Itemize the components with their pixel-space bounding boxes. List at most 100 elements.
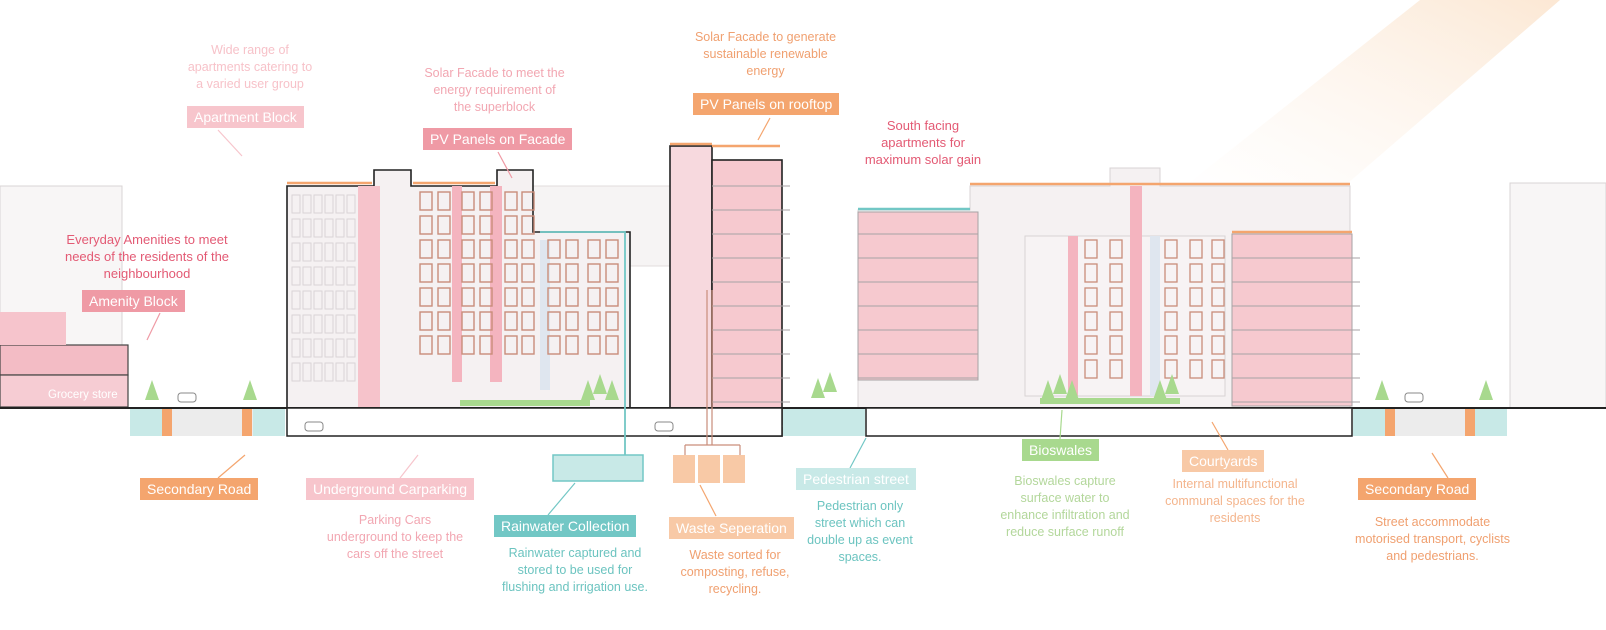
window: [504, 311, 518, 331]
note-line: apartments for: [881, 135, 965, 150]
window: [1211, 287, 1225, 307]
window: [479, 311, 493, 331]
bioswales-label: Bioswales: [1022, 439, 1100, 461]
amenity-block-label: Amenity Block: [82, 290, 185, 312]
window: [419, 311, 433, 331]
window: [346, 194, 356, 214]
window: [605, 311, 619, 331]
window: [1084, 359, 1098, 379]
note-line: Solar Facade to generate: [694, 30, 837, 44]
window: [565, 311, 579, 331]
window: [313, 266, 323, 286]
window: [324, 194, 334, 214]
window: [335, 194, 345, 214]
window: [302, 290, 312, 310]
window: [291, 338, 301, 358]
window: [335, 314, 345, 334]
window: [461, 263, 475, 283]
note-line: South facing: [886, 118, 960, 133]
window: [504, 239, 518, 259]
note-line: enhance infiltration and: [1000, 508, 1130, 522]
window: [565, 287, 579, 307]
window: [461, 239, 475, 259]
window: [1211, 359, 1225, 379]
note-line: spaces.: [838, 550, 882, 564]
window: [1109, 239, 1123, 259]
window: [1189, 335, 1203, 355]
note-line: cars off the street: [346, 547, 444, 561]
rainwater-label: Rainwater Collection: [494, 515, 637, 537]
window: [1211, 311, 1225, 331]
window: [605, 335, 619, 355]
window: [302, 266, 312, 286]
note-line: composting, refuse,: [680, 565, 790, 579]
note-line: double up as event: [807, 533, 913, 547]
tree-icon: [1065, 380, 1079, 400]
window: [302, 338, 312, 358]
window: [313, 194, 323, 214]
window: [335, 242, 345, 262]
sun-ray: [1180, 0, 1560, 190]
window: [461, 311, 475, 331]
window: [1109, 359, 1123, 379]
window: [291, 266, 301, 286]
window: [521, 215, 535, 235]
window: [504, 215, 518, 235]
amenity-block-note: Everyday Amenities to meet needs of the …: [52, 231, 242, 282]
window: [605, 287, 619, 307]
window: [479, 239, 493, 259]
window: [521, 311, 535, 331]
secondary-road-right-label: Secondary Road: [1358, 478, 1477, 500]
window: [547, 239, 561, 259]
note-line: a varied user group: [196, 77, 304, 91]
apartment-block-note: Wide range of apartments catering to a v…: [175, 42, 325, 93]
window: [1211, 335, 1225, 355]
window: [291, 362, 301, 382]
window: [335, 218, 345, 238]
tree-icon: [581, 380, 595, 400]
note-line: flushing and irrigation use.: [502, 580, 648, 594]
tree-icon: [605, 380, 619, 400]
note-line: sustainable renewable: [703, 47, 828, 61]
pv-facade-label: PV Panels on Facade: [423, 128, 573, 150]
window: [419, 239, 433, 259]
window: [547, 335, 561, 355]
window: [437, 311, 451, 331]
underground-parking-note: Parking Cars underground to keep the car…: [310, 512, 480, 563]
window: [437, 263, 451, 283]
window: [302, 194, 312, 214]
window: [1164, 239, 1178, 259]
apartment-block-right: [857, 167, 1360, 409]
window: [291, 314, 301, 334]
note-line: Pedestrian only: [816, 499, 904, 513]
note-line: reduce surface runoff: [1006, 525, 1124, 539]
note-line: Street accommodate: [1374, 515, 1491, 529]
window: [479, 287, 493, 307]
amenity-grocery-block: [0, 312, 129, 408]
window: [335, 338, 345, 358]
tree-icon: [243, 380, 257, 400]
grocery-store-label: Grocery store: [48, 389, 118, 401]
window: [302, 362, 312, 382]
rainwater-system: [540, 231, 644, 482]
tree-icon: [1375, 380, 1389, 400]
apartment-block-label: Apartment Block: [187, 106, 304, 128]
window: [419, 287, 433, 307]
note-line: neighbourhood: [103, 266, 191, 281]
note-line: stored to be used for: [517, 563, 633, 577]
window: [1189, 287, 1203, 307]
window: [302, 242, 312, 262]
window: [419, 335, 433, 355]
secondary-road-left-label: Secondary Road: [140, 478, 259, 500]
window: [479, 335, 493, 355]
waste-label: Waste Seperation: [669, 517, 794, 539]
note-line: Parking Cars: [358, 513, 432, 527]
window: [504, 263, 518, 283]
tree-icon: [811, 378, 825, 398]
window: [504, 287, 518, 307]
waste-note: Waste sorted for composting, refuse, rec…: [660, 547, 810, 598]
window: [1084, 311, 1098, 331]
window: [1109, 287, 1123, 307]
